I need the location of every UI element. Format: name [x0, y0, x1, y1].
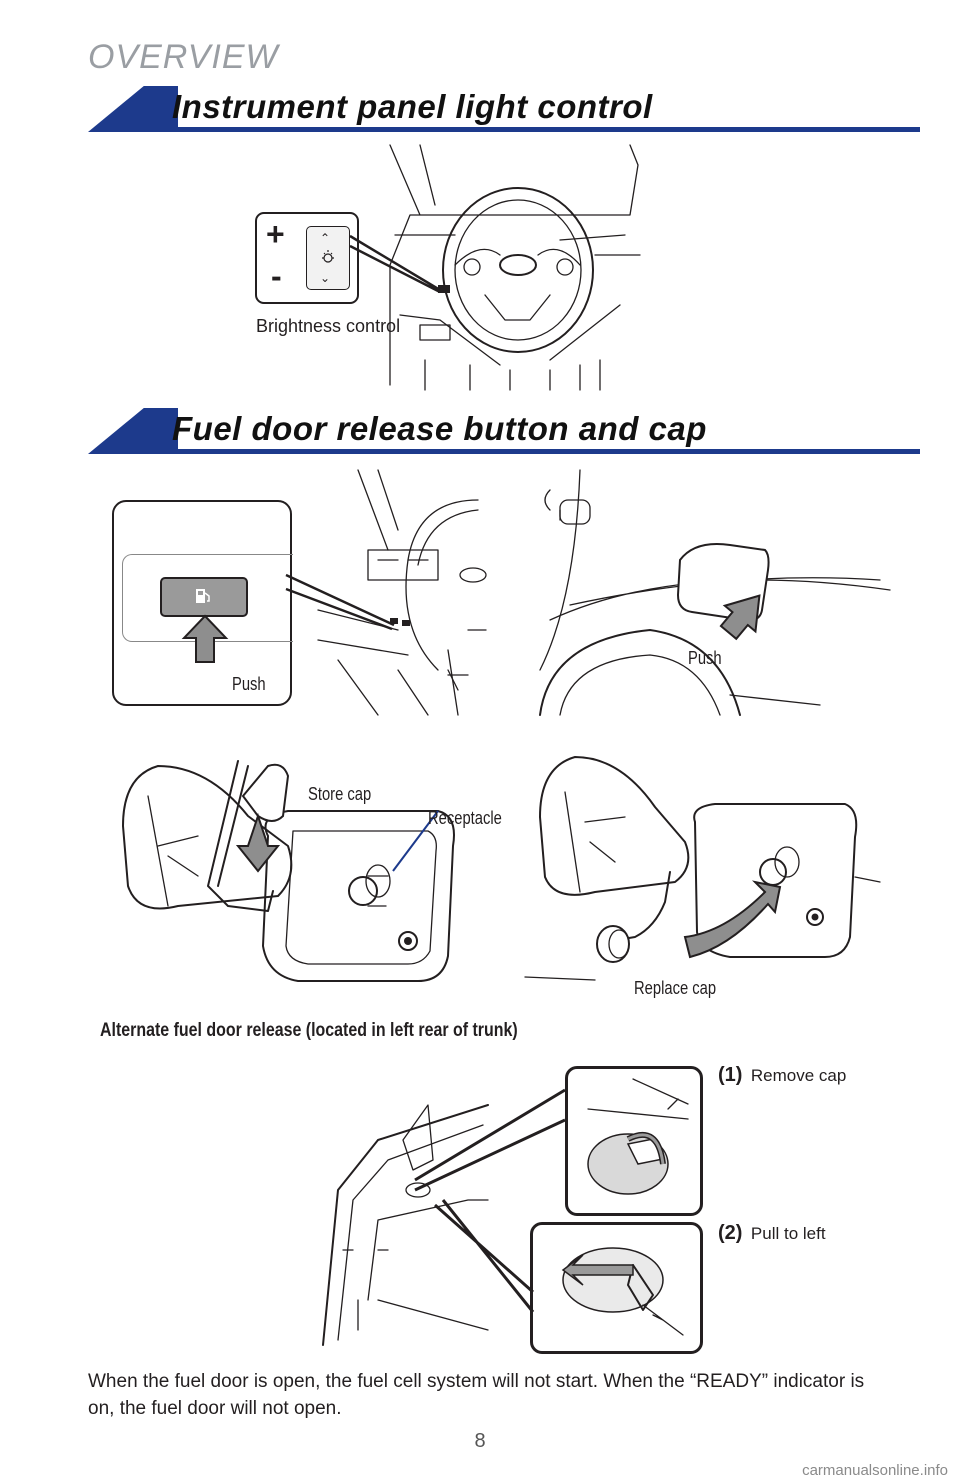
- plus-symbol: +: [266, 216, 285, 252]
- step2-label: (2) Pull to left: [718, 1222, 826, 1245]
- trunk-illustration: [322, 1104, 489, 1346]
- trunk-callout-pointers: [414, 1088, 566, 1313]
- section-title: Instrument panel light control: [172, 88, 653, 125]
- step-text: Remove cap: [750, 1066, 847, 1085]
- brightness-callout: + - ⌃ ⌄: [255, 212, 359, 304]
- dimmer-icon: [322, 250, 334, 263]
- step-text: Pull to left: [750, 1224, 826, 1243]
- heading-accent-wedge: [88, 86, 178, 132]
- fuel-door-note: When the fuel door is open, the fuel cel…: [88, 1371, 865, 1419]
- store-cap-illustration: [122, 760, 455, 982]
- fuel-callout-pointer: [285, 573, 395, 631]
- dashboard-lower-illustration: [317, 469, 487, 716]
- heading-rule: [148, 449, 920, 454]
- push-arrow-icon: [181, 614, 229, 663]
- step-number: (1): [718, 1064, 743, 1086]
- chevron-up-icon: ⌃: [320, 231, 331, 245]
- brightness-label: Brightness control: [256, 316, 401, 336]
- step1-callout: [565, 1066, 703, 1216]
- heading-rule: [148, 127, 920, 132]
- steering-wheel-illustration: [389, 144, 641, 391]
- receptacle-label: Receptacle: [428, 808, 502, 828]
- remove-cap-illustration: [587, 1078, 689, 1195]
- replace-cap-illustration: [524, 756, 881, 981]
- section-heading-instrument-panel: Instrument panel light control: [88, 86, 920, 132]
- brightness-rocker-switch[interactable]: ⌃ ⌄: [306, 226, 350, 290]
- replace-cap-label: Replace cap: [634, 978, 717, 998]
- watermark: carmanualsonline.info: [802, 1462, 948, 1479]
- section-heading-fuel-door: Fuel door release button and cap: [88, 408, 920, 454]
- minus-symbol: -: [271, 258, 282, 294]
- step1-label: (1) Remove cap: [718, 1064, 846, 1087]
- fuel-door-exterior-illustration: [539, 469, 891, 716]
- push-label: Push: [232, 674, 266, 694]
- callout-pointer: [349, 234, 441, 294]
- page-header: OVERVIEW: [88, 38, 279, 76]
- step2-callout: [530, 1222, 703, 1354]
- fuel-release-callout: Push: [112, 500, 293, 706]
- heading-accent-wedge: [88, 408, 178, 454]
- alternate-release-caption: Alternate fuel door release (located in …: [100, 1020, 518, 1041]
- push-door-label: Push: [688, 648, 722, 668]
- pull-left-illustration: [561, 1247, 684, 1336]
- fuel-door-release-button[interactable]: [160, 577, 248, 617]
- chevron-down-icon: ⌄: [320, 271, 331, 285]
- section-title: Fuel door release button and cap: [172, 410, 707, 447]
- store-cap-label: Store cap: [308, 784, 372, 804]
- fuel-pump-icon: [196, 589, 210, 603]
- page-number: 8: [474, 1430, 486, 1452]
- step-number: (2): [718, 1222, 743, 1244]
